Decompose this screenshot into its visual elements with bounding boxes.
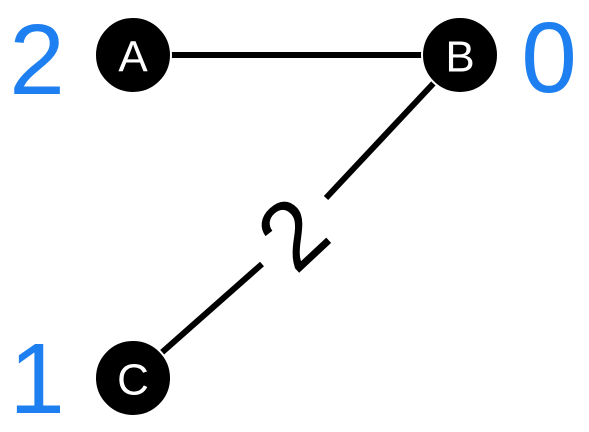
- node-b: B: [421, 16, 499, 94]
- node-a-circle: [94, 16, 172, 94]
- node-a-label: A: [118, 33, 148, 82]
- node-c-circle: [94, 339, 172, 417]
- node-c: C: [94, 339, 172, 417]
- node-a-value: 2: [9, 4, 65, 116]
- node-b-value: 0: [521, 2, 577, 114]
- node-a: A: [94, 16, 172, 94]
- node-b-circle: [421, 16, 499, 94]
- node-c-value: 1: [9, 323, 65, 432]
- node-c-label: C: [117, 356, 149, 405]
- node-b-label: B: [445, 33, 474, 82]
